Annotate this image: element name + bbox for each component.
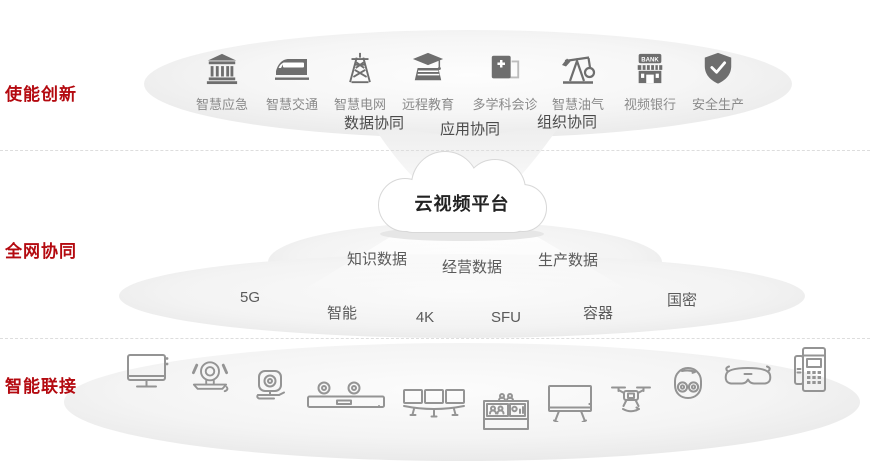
smart-glasses-icon: [724, 365, 772, 385]
app-item-consultation: 多学科会诊: [457, 50, 553, 113]
cloud-platform-title: 云视频平台: [414, 194, 510, 214]
tech-label-5g: 5G: [239, 289, 261, 306]
monitor-icon: [127, 354, 169, 388]
app-label: 智慧油气: [551, 97, 604, 112]
app-label: 多学科会诊: [472, 97, 538, 112]
data-label-production: 生产数据: [537, 252, 599, 269]
app-label: 远程教育: [401, 97, 454, 112]
drone-icon: [611, 386, 651, 413]
collab-label-application: 应用协同: [439, 121, 501, 138]
data-label-knowledge: 知识数据: [346, 251, 408, 268]
collab-label-organization: 组织协同: [536, 114, 598, 131]
cloud-shape: [378, 151, 547, 241]
video-bar-icon: [307, 381, 385, 408]
app-item-education: 远程教育: [380, 50, 476, 113]
app-item-emergency: 智慧应急: [174, 50, 270, 113]
ip-phone-icon: [794, 347, 826, 392]
oil-pump-icon: [562, 56, 596, 84]
webcam-icon: [256, 370, 285, 400]
app-label: 智慧应急: [195, 97, 248, 112]
middle-ellipse-tech: [119, 254, 805, 338]
train-icon: [275, 59, 309, 80]
collab-label-data: 数据协同: [343, 115, 405, 132]
dome-camera-icon: [674, 367, 702, 399]
section-label-network-synergy: 全网协同: [5, 242, 77, 261]
divider-top: [0, 150, 870, 151]
bank-building-icon: BANK: [637, 53, 663, 84]
ptz-camera-icon: [192, 361, 229, 393]
tech-label-sfu: SFU: [491, 309, 521, 326]
app-item-transport: 智慧交通: [244, 50, 340, 113]
section-label-intelligent-connection: 智能联接: [5, 377, 77, 396]
app-item-safety: 安全生产: [670, 50, 766, 113]
app-item-oil-gas: 智慧油气: [530, 50, 626, 113]
conference-booth-icon: [483, 393, 529, 430]
tech-label-4k: 4K: [415, 309, 435, 326]
graduation-book-icon: [412, 52, 444, 81]
app-label: 视频银行: [623, 97, 676, 112]
medical-kit-icon: [491, 55, 520, 79]
app-item-video-bank: BANK 视频银行: [602, 50, 698, 113]
tech-label-ai: 智能: [326, 305, 358, 322]
cloud-rays: [300, 228, 632, 292]
section-label-enable-innovation: 使能创新: [5, 85, 77, 104]
app-label: 安全生产: [691, 97, 744, 112]
app-label: 智慧电网: [333, 97, 386, 112]
whiteboard-icon: [548, 385, 592, 422]
shield-check-icon: [704, 52, 732, 84]
bank-sign-text: BANK: [641, 57, 659, 63]
government-building-icon: [206, 53, 238, 85]
power-tower-icon: [349, 52, 371, 84]
tech-label-container: 容器: [582, 305, 614, 322]
divider-bottom: [0, 338, 870, 339]
tech-label-crypto: 国密: [666, 292, 698, 309]
app-label: 智慧交通: [265, 97, 318, 112]
top-ellipse: [144, 30, 792, 138]
data-label-business: 经营数据: [441, 259, 503, 276]
app-item-grid: 智慧电网: [312, 50, 408, 113]
telepresence-icon: [403, 389, 465, 418]
